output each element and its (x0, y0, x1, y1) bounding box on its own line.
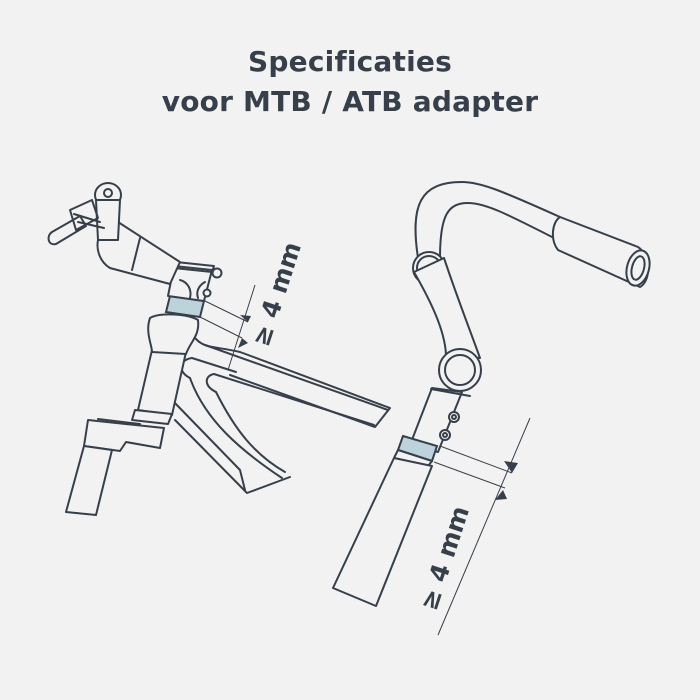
arrow-down-icon (240, 315, 251, 322)
lower-headset (131, 409, 173, 425)
down-tube-top (180, 357, 237, 379)
brake-lever (47, 215, 87, 246)
stem-clamp (167, 265, 213, 302)
top-tube (189, 329, 391, 428)
head-tube (137, 349, 187, 416)
headset-upper (147, 313, 200, 355)
adapter-arm (413, 257, 481, 359)
adapter-bolt-icon (439, 429, 451, 441)
dimension-label-left: ≥ 4 mm (246, 238, 307, 350)
adapter-stem (409, 387, 463, 453)
left-bike-diagram: ≥ 4 mm (47, 182, 391, 516)
arrow-up-icon (238, 338, 248, 348)
adapter-bolt-icon (448, 411, 460, 423)
page-title: Specificaties voor MTB / ATB adapter (0, 42, 700, 122)
fork-leg (65, 445, 113, 516)
arrow-up-icon (495, 490, 507, 500)
dimension-line (437, 417, 531, 636)
fork-crown (83, 419, 165, 452)
down-tube (174, 419, 291, 494)
stem-bolt-icon (202, 288, 212, 298)
title-line-1: Specificaties (248, 45, 452, 78)
dimension-line (227, 284, 256, 371)
arrow-down-icon (504, 461, 518, 473)
steerer-tube (332, 457, 433, 607)
title-line-2: voor MTB / ATB adapter (161, 85, 539, 118)
stem-bolt-icon (211, 267, 223, 279)
handlebar (414, 181, 561, 259)
dimension-label-right: ≥ 4 mm (414, 502, 475, 614)
